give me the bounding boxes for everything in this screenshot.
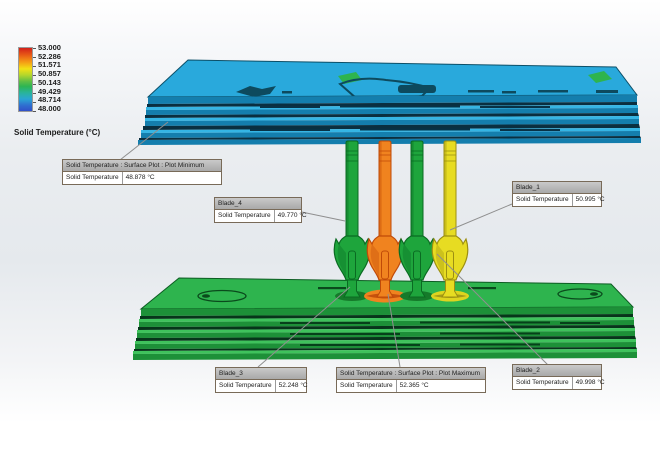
legend-tick: 51.571: [38, 60, 61, 70]
callout-value: 49.770 °C: [277, 212, 307, 219]
legend-tick: 50.857: [38, 69, 61, 79]
callout-header: Blade_4: [215, 198, 301, 210]
legend-tick: 53.000: [38, 43, 61, 52]
callout-header: Solid Temperature : Surface Plot : Plot …: [63, 160, 221, 172]
blade-4-model[interactable]: [334, 141, 370, 297]
callout-value: 52.365 °C: [399, 382, 429, 389]
leader-blade-1: [449, 203, 513, 231]
cold-plate-stack[interactable]: [138, 59, 641, 145]
callout-parameter: Solid Temperature: [63, 172, 123, 184]
callout-parameter: Solid Temperature: [216, 380, 276, 392]
legend-tick: 48.714: [38, 95, 61, 105]
callout-header: Blade_3: [216, 368, 306, 380]
hot-plate-surface-markings: [197, 287, 603, 303]
callout-parameter: Solid Temperature: [513, 377, 573, 389]
cold-plate-front-edges: [138, 95, 641, 145]
blade-2-model[interactable]: [399, 141, 435, 297]
hot-plate-front-edges: [133, 307, 637, 360]
legend-tick-marks: [33, 48, 36, 112]
callout-value: 50.995 °C: [575, 196, 605, 203]
legend-tick: 52.286: [38, 51, 61, 61]
leader-blade-2: [436, 253, 549, 366]
callout-value: 49.998 °C: [575, 379, 605, 386]
legend-title: Solid Temperature (°C): [14, 128, 101, 137]
callout-plot-minimum[interactable]: Solid Temperature : Surface Plot : Plot …: [62, 159, 222, 185]
blade-3-model[interactable]: [367, 141, 403, 297]
callout-parameter: Solid Temperature: [513, 194, 573, 206]
legend-color-bar[interactable]: [18, 47, 33, 112]
blade-1-model[interactable]: [432, 141, 468, 297]
legend-tick-labels: 53.000 52.286 51.571 50.857 50.143 49.42…: [38, 44, 61, 113]
leader-plot-min: [119, 121, 169, 161]
legend-tick: 48.000: [38, 103, 61, 113]
callout-blade-1[interactable]: Blade_1 Solid Temperature 50.995 °C: [512, 181, 605, 207]
callout-header: Blade_1: [513, 182, 601, 194]
callout-plot-maximum[interactable]: Solid Temperature : Surface Plot : Plot …: [336, 367, 486, 393]
callout-header: Solid Temperature : Surface Plot : Plot …: [337, 368, 485, 380]
callout-parameter: Solid Temperature: [215, 210, 275, 222]
callout-header: Blade_2: [513, 365, 601, 377]
callout-parameter: Solid Temperature: [337, 380, 397, 392]
legend-tick: 50.143: [38, 77, 61, 87]
callout-value: 52.248 °C: [278, 382, 308, 389]
leader-blade-3: [257, 286, 351, 368]
leader-plot-max: [387, 293, 401, 368]
legend-tick: 49.429: [38, 86, 61, 96]
callout-blade-4[interactable]: Blade_4 Solid Temperature 49.770 °C: [214, 197, 307, 223]
callout-value: 48.878 °C: [125, 174, 155, 181]
callout-blade-3[interactable]: Blade_3 Solid Temperature 52.248 °C: [215, 367, 308, 393]
callout-blade-2[interactable]: Blade_2 Solid Temperature 49.998 °C: [512, 364, 605, 390]
